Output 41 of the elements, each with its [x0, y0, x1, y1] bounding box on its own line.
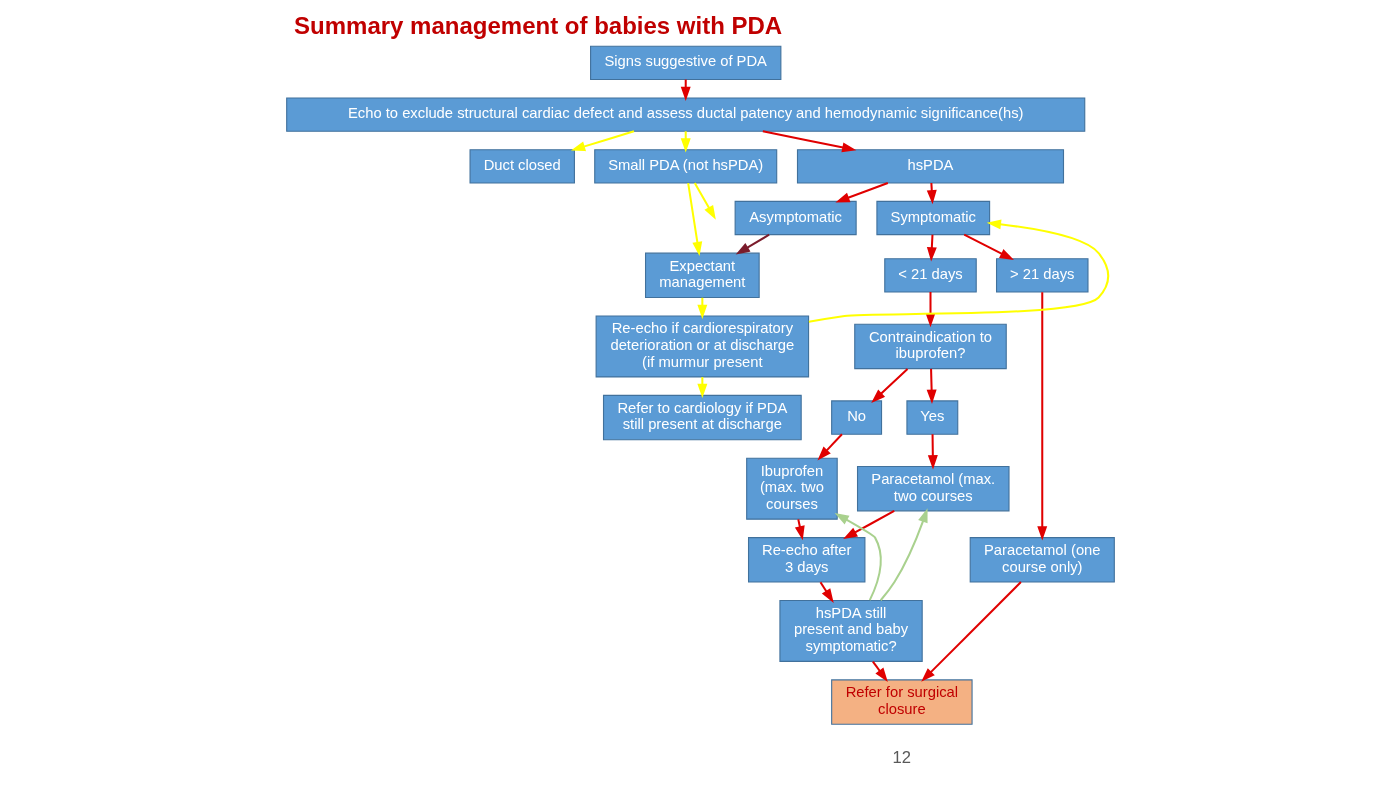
arrow: [693, 182, 716, 220]
node-box: Re-echo if cardiorespiratory deterioration or at discharge (if murmur present: [595, 315, 809, 378]
node-box: Re-echo after 3 days: [747, 537, 865, 583]
arrow: [879, 508, 928, 601]
node-box: Duct closed: [469, 149, 575, 184]
node-box: Ibuprofen (max. two courses: [745, 457, 838, 520]
node-box: Small PDA (not hsPDA): [593, 149, 777, 184]
node-box: Refer for surgical closure: [830, 679, 973, 725]
arrow: [834, 182, 888, 203]
node-box: Echo to exclude structural cardiac defect and assess ductal patency and hemodynamic significance(hs): [285, 97, 1085, 132]
node-box: Contraindication to ibuprofen?: [853, 323, 1007, 370]
arrow: [1036, 292, 1047, 541]
node-box: hsPDA: [796, 149, 1064, 184]
arrow: [871, 661, 888, 682]
arrow: [927, 434, 938, 470]
diagram-title: Summary management of babies with PDA: [293, 12, 782, 40]
arrow: [963, 233, 1014, 260]
arrow: [735, 233, 770, 255]
node-box: hsPDA still present and baby symptomatic?: [778, 599, 923, 662]
node-box: Paracetamol (one course only): [969, 537, 1115, 583]
node-box: Yes: [905, 400, 958, 435]
arrow: [686, 182, 702, 256]
node-box: No: [830, 400, 882, 435]
arrow: [834, 513, 882, 601]
arrow: [762, 130, 856, 153]
arrow: [808, 219, 1109, 323]
arrow: [816, 433, 843, 461]
arrow: [842, 510, 895, 539]
node-box: Asymptomatic: [734, 200, 857, 236]
arrow: [920, 581, 1022, 682]
arrow: [926, 182, 937, 205]
label: 12: [892, 748, 911, 768]
node-box: Symptomatic: [875, 200, 990, 236]
node-box: Paracetamol (max. two courses: [856, 465, 1010, 512]
node-box: > 21 days: [995, 258, 1089, 293]
node-box: Refer to cardiology if PDA still present at discharge: [602, 394, 802, 441]
arrow: [870, 368, 908, 403]
node-box: Signs suggestive of PDA: [589, 45, 781, 81]
node-box: < 21 days: [883, 258, 977, 293]
node-box: Expectant management: [644, 252, 760, 299]
arrow: [926, 368, 937, 404]
